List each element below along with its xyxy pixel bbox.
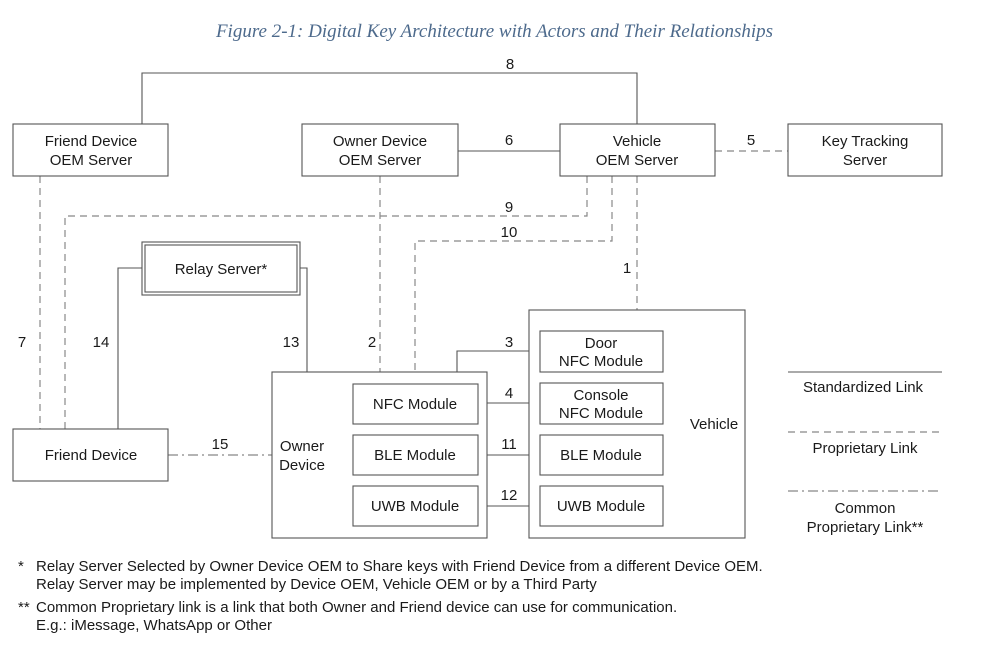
link-15-label: 15 [212, 436, 229, 453]
footnotes: * Relay Server Selected by Owner Device … [18, 558, 763, 640]
box-label: UWB Module [371, 498, 459, 515]
link-9-line [64, 176, 588, 429]
link-12-label: 12 [501, 487, 518, 504]
footnote-text: Common Proprietary link is a link that b… [36, 599, 678, 616]
door-nfc-module: Door NFC Module [539, 330, 664, 373]
link-13-label: 13 [283, 334, 300, 351]
link-14-line [117, 267, 142, 429]
box-label: Console [573, 387, 628, 404]
box-label: BLE Module [374, 447, 456, 464]
box-label: Server [843, 152, 887, 169]
box-label: Device [279, 457, 325, 474]
vehicle-ble-module: BLE Module [539, 434, 664, 476]
box-label: Owner Device [333, 133, 427, 150]
box-label: OEM Server [596, 152, 679, 169]
link-9-label: 9 [505, 199, 513, 216]
box-label: Vehicle [690, 416, 738, 433]
box-label: OEM Server [50, 152, 133, 169]
link-8-line [141, 72, 638, 124]
legend-standardized-label: Standardized Link [803, 379, 924, 396]
link-7-label: 7 [18, 334, 26, 351]
owner-nfc-module: NFC Module [352, 383, 479, 425]
link-6-label: 6 [505, 132, 513, 149]
legend-common-label: Common [835, 500, 896, 517]
figure-caption: Figure 2-1: Digital Key Architecture wit… [215, 21, 774, 42]
link-1-label: 1 [623, 260, 631, 277]
link-14-label: 14 [93, 334, 110, 351]
box-label: NFC Module [559, 353, 643, 370]
friend-device-oem-server: Friend Device OEM Server [12, 123, 169, 177]
vehicle-uwb-module: UWB Module [539, 485, 664, 527]
link-5-label: 5 [747, 132, 755, 149]
box-label: Friend Device [45, 133, 138, 150]
link-3-label: 3 [505, 334, 513, 351]
link-2-label: 2 [368, 334, 376, 351]
box-label: Vehicle [613, 133, 661, 150]
console-nfc-module: Console NFC Module [539, 382, 664, 425]
footnote-text: Relay Server may be implemented by Devic… [36, 576, 597, 593]
footnote: ** Common Proprietary link is a link tha… [18, 599, 763, 635]
footnote-text: E.g.: iMessage, WhatsApp or Other [36, 617, 272, 634]
box-label: UWB Module [557, 498, 645, 515]
relay-server: Relay Server* [141, 241, 301, 296]
vehicle-oem-server: Vehicle OEM Server [559, 123, 716, 177]
footnote: * Relay Server Selected by Owner Device … [18, 558, 763, 594]
footnote-mark: * [18, 558, 24, 575]
owner-ble-module: BLE Module [352, 434, 479, 476]
box-label: Door [585, 335, 618, 352]
link-4-label: 4 [505, 385, 513, 402]
footnote-mark: ** [18, 599, 30, 616]
owner-uwb-module: UWB Module [352, 485, 479, 527]
link-10-label: 10 [501, 224, 518, 241]
legend-proprietary-label: Proprietary Link [812, 440, 918, 457]
owner-device-oem-server: Owner Device OEM Server [301, 123, 459, 177]
box-label: OEM Server [339, 152, 422, 169]
link-13-line [300, 267, 308, 372]
link-11-label: 11 [501, 436, 517, 453]
box-label: Key Tracking [822, 133, 909, 150]
link-8-label: 8 [506, 56, 514, 73]
box-label: Relay Server* [175, 261, 268, 278]
box-label: NFC Module [373, 396, 457, 413]
box-label: BLE Module [560, 447, 642, 464]
footnote-text: Relay Server Selected by Owner Device OE… [36, 558, 763, 575]
box-label: NFC Module [559, 405, 643, 422]
legend-common-label: Proprietary Link** [807, 519, 924, 536]
friend-device: Friend Device [12, 428, 169, 482]
box-label: Owner [280, 438, 324, 455]
legend: Standardized Link Proprietary Link Commo… [788, 371, 942, 536]
key-tracking-server: Key Tracking Server [787, 123, 943, 177]
box-label: Friend Device [45, 447, 138, 464]
